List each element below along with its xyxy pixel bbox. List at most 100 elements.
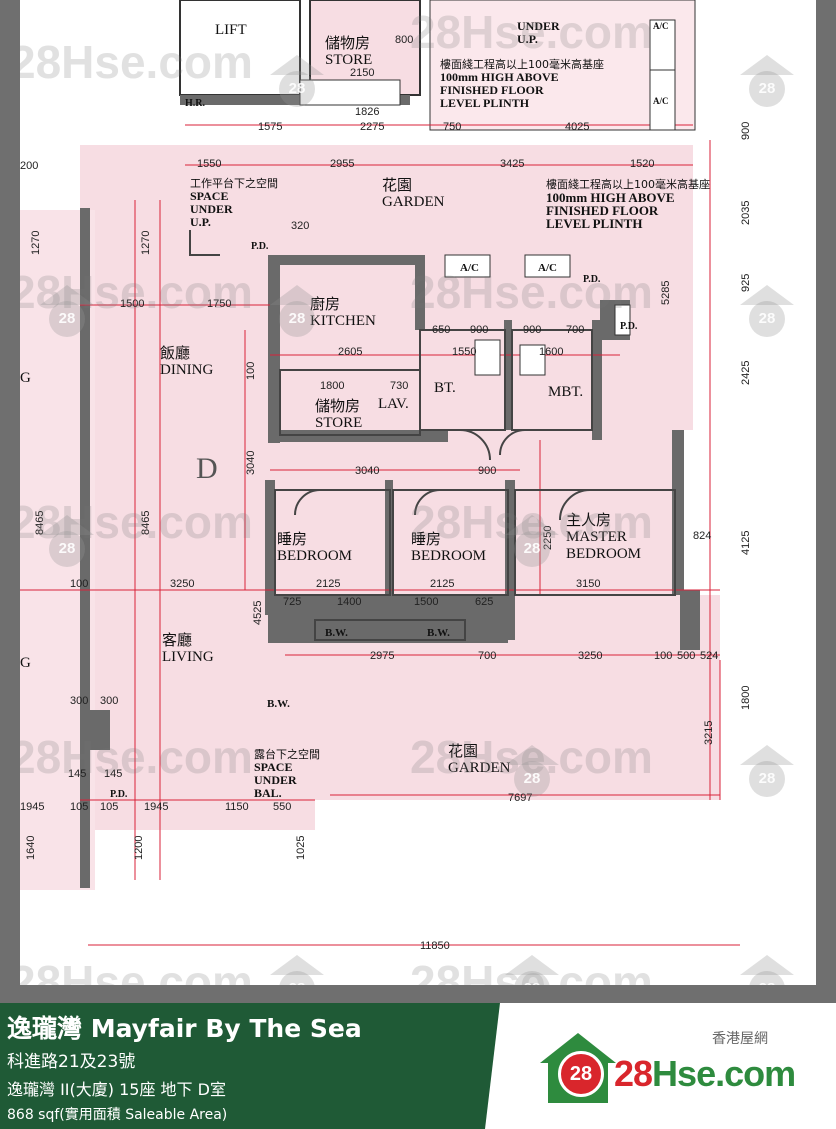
dim-kitchen-2: 650	[432, 324, 451, 336]
dim-v-925: 925	[740, 273, 752, 292]
dim-kitchen-7: 700	[566, 324, 585, 336]
bt-label: BT.	[434, 380, 456, 396]
ac-label-2: A/C	[538, 262, 557, 274]
dim-bw-4: 625	[475, 596, 494, 608]
dim-top-2: 2275	[360, 121, 385, 133]
hr-label: H.R.	[185, 98, 205, 109]
dim-garden-2: 2955	[330, 158, 355, 170]
dim-living-7: 1945	[20, 801, 45, 813]
dim-v-4525: 4525	[252, 600, 264, 625]
brand-logo[interactable]: 28 28Hse.com 香港屋網	[540, 1023, 800, 1113]
estate-title: 逸瓏灣 Mayfair By The Sea	[7, 1014, 362, 1043]
pd-label-1: P.D.	[251, 241, 269, 252]
dim-living-10: 550	[273, 801, 292, 813]
listing-footer: 逸瓏灣 Mayfair By The Sea 科進路21及23號 逸瓏灣 II(…	[0, 1003, 836, 1129]
dim-lower-3: 3250	[578, 650, 603, 662]
dim-dining-1: 1500	[120, 298, 145, 310]
dim-v-1800: 1800	[740, 685, 752, 710]
ac-side-label-2: A/C	[653, 96, 669, 106]
brand-house-icon: 28	[540, 1033, 616, 1103]
dim-kitchen-1: 2605	[338, 346, 363, 358]
unit-letter: D	[196, 452, 218, 485]
dim-top-3: 750	[443, 121, 462, 133]
dim-living-9: 1150	[225, 801, 249, 813]
dim-lower-6: 524	[700, 650, 719, 662]
dim-bed-4: 3250	[170, 578, 195, 590]
pd-label-2: P.D.	[583, 274, 601, 285]
dim-v-1270-a: 1270	[30, 230, 42, 255]
lift-label: LIFT	[215, 22, 247, 38]
dim-lower-2: 700	[478, 650, 497, 662]
saleable-area: 868 sqf(實用面積 Saleable Area)	[7, 1107, 228, 1123]
bw-label-2: B.W.	[427, 627, 450, 639]
dim-v-8465-a: 8465	[34, 510, 46, 535]
dim-living-6: 105	[100, 801, 119, 813]
dim-garden-4: 1520	[630, 158, 655, 170]
dim-lower-4: 100	[654, 650, 673, 662]
pd-label-4: P.D.	[110, 789, 128, 800]
dim-320: 320	[291, 220, 310, 232]
dim-lower-5: 500	[677, 650, 696, 662]
bw-label-3: B.W.	[267, 698, 290, 710]
floor-plan-drawing	[20, 0, 740, 946]
bw-label-1: B.W.	[325, 627, 348, 639]
dim-824: 824	[693, 530, 712, 542]
dim-v-5285: 5285	[660, 280, 672, 305]
fixtures	[299, 19, 676, 376]
mbt-label: MBT.	[548, 384, 584, 400]
dim-1800: 1800	[320, 380, 345, 392]
dim-store-1: 2150	[350, 67, 375, 79]
dim-living-1: 300	[70, 695, 89, 707]
unit-info: 逸瓏灣 II(大廈) 15座 地下 D室	[7, 1080, 226, 1099]
dim-kitchen-3: 900	[470, 324, 489, 336]
ac-label-1: A/C	[460, 262, 479, 274]
dim-bw-2: 1400	[337, 596, 362, 608]
dim-v-2425: 2425	[740, 360, 752, 385]
dim-kitchen-6: 1600	[539, 346, 564, 358]
dim-living-8: 1945	[144, 801, 169, 813]
dim-bw-1: 725	[283, 596, 302, 608]
estate-address: 科進路21及23號	[7, 1052, 136, 1072]
dim-dining-2: 1750	[207, 298, 232, 310]
dim-lower-1: 2975	[370, 650, 395, 662]
dim-v-8465-b: 8465	[140, 510, 152, 535]
dim-v-3625: 2250	[542, 525, 554, 550]
dim-bed-1: 2125	[316, 578, 341, 590]
dim-living-2: 300	[100, 695, 119, 707]
dim-v-2035: 2035	[740, 200, 752, 225]
dim-store-2: 1826	[355, 106, 380, 118]
dim-top-4: 4025	[565, 121, 590, 133]
dim-garden-3: 3425	[500, 158, 525, 170]
floor-area	[20, 145, 720, 890]
dim-v-1640-b: 1200	[133, 835, 145, 860]
brand-name: 28Hse.com	[614, 1053, 796, 1094]
dim-3830: 3040	[355, 465, 380, 477]
dim-garden-1: 1550	[197, 158, 222, 170]
dim-v-1270-b: 1270	[140, 230, 152, 255]
brand-tagline: 香港屋網	[712, 1031, 768, 1047]
brand-badge: 28	[558, 1051, 604, 1097]
listing-info-panel: 逸瓏灣 Mayfair By The Sea 科進路21及23號 逸瓏灣 II(…	[0, 1003, 500, 1129]
edge-room-label-1: G	[20, 370, 31, 386]
dim-top-1: 1575	[258, 121, 283, 133]
dim-730: 730	[390, 380, 409, 392]
dim-7697: 7697	[508, 792, 533, 804]
ac-side-label-1: A/C	[653, 21, 669, 31]
dim-living-4: 145	[104, 768, 123, 780]
dim-kitchen-5: 900	[523, 324, 542, 336]
